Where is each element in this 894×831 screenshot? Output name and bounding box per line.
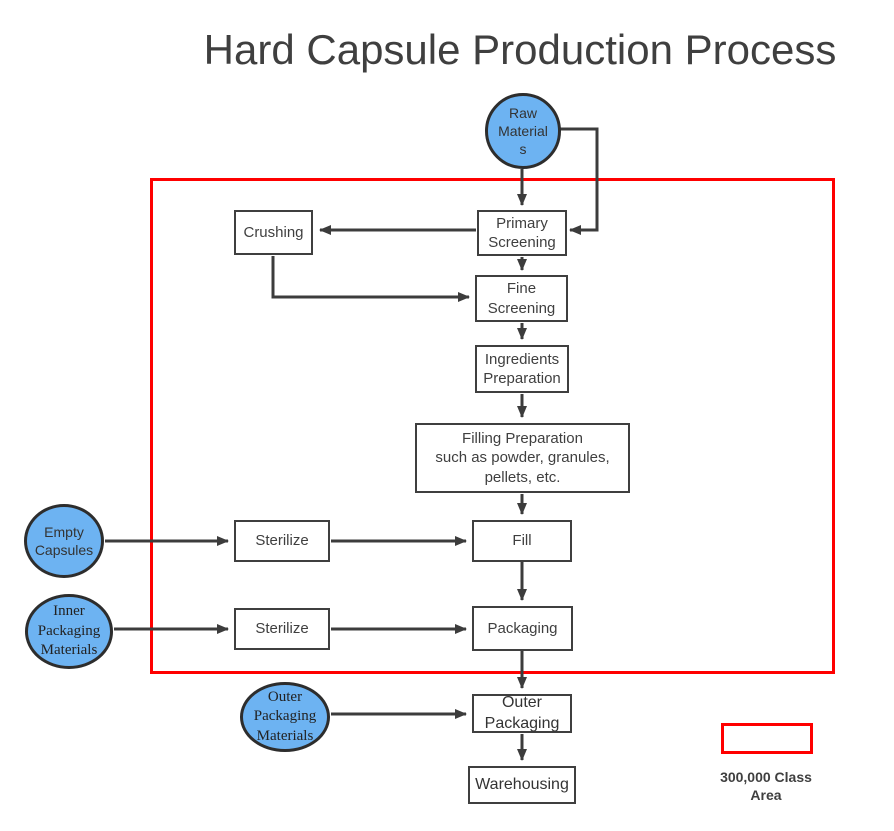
node-primary-screening: Primary Screening — [477, 210, 567, 256]
node-warehousing: Warehousing — [468, 766, 576, 804]
node-raw-materials: Raw Material s — [485, 93, 561, 169]
node-packaging: Packaging — [472, 606, 573, 651]
node-outer-packaging: Outer Packaging — [472, 694, 572, 733]
node-inner-packaging-materials: Inner Packaging Materials — [25, 594, 113, 669]
node-sterilize-inner: Sterilize — [234, 608, 330, 650]
legend-class-area-swatch — [721, 723, 813, 754]
node-empty-capsules: Empty Capsules — [24, 504, 104, 578]
node-ingredients-preparation: Ingredients Preparation — [475, 345, 569, 393]
class-area-boundary — [150, 178, 835, 674]
page-title: Hard Capsule Production Process — [203, 26, 837, 73]
node-crushing: Crushing — [234, 210, 313, 255]
legend-class-area-label: 300,000 Class Area — [720, 769, 812, 803]
node-sterilize-capsules: Sterilize — [234, 520, 330, 562]
node-filling-preparation: Filling Preparation such as powder, gran… — [415, 423, 630, 493]
node-outer-packaging-materials: Outer Packaging Materials — [240, 682, 330, 752]
node-fine-screening: Fine Screening — [475, 275, 568, 322]
node-fill: Fill — [472, 520, 572, 562]
